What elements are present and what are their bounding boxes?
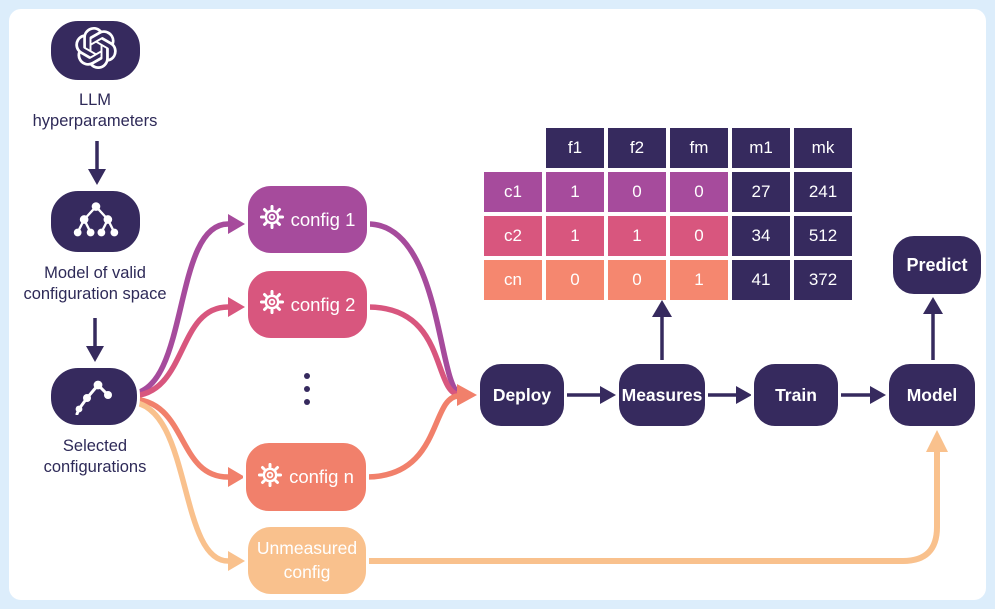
- connector-selected-to-config2: [127, 297, 245, 399]
- arrow-model-to-predict: [923, 297, 943, 360]
- model-node: Model: [886, 361, 978, 429]
- table-cell: 27: [732, 172, 790, 212]
- unmeasured-label-line1: Unmeasured: [256, 537, 358, 558]
- unmeasured-config-node: Unmeasured config: [245, 524, 369, 597]
- config-space-node: [48, 188, 143, 255]
- table-cell: 0: [546, 260, 604, 300]
- confign-label: config n: [289, 466, 354, 487]
- table-cell: 1: [670, 260, 728, 300]
- gear-icon: [259, 289, 284, 319]
- ellipsis-dots: [304, 373, 310, 405]
- route-icon: [70, 373, 118, 420]
- connector-selected-to-unmeasured: [127, 399, 245, 571]
- deploy-node: Deploy: [477, 361, 567, 429]
- table-cell: 0: [608, 260, 666, 300]
- connector-config1-to-deploy: [365, 221, 463, 396]
- table-header: f1: [546, 128, 604, 168]
- table-cell: 34: [732, 216, 790, 256]
- arrow-deploy-to-measures: [566, 386, 616, 404]
- selected-configs-label: Selected configurations: [43, 437, 147, 476]
- connector-unmeasured-to-model: [363, 430, 948, 564]
- table-row-label: c2: [484, 216, 542, 256]
- table-cell: 512: [794, 216, 852, 256]
- connector-confign-to-deploy: [363, 384, 477, 480]
- connector-selected-to-config1: [127, 214, 245, 397]
- arrow-measures-to-train: [707, 386, 752, 404]
- table-row-label: c1: [484, 172, 542, 212]
- unmeasured-label-line2: config: [283, 561, 331, 582]
- config1-node: config 1: [245, 183, 370, 256]
- table-cell: 0: [670, 172, 728, 212]
- table-corner-cell: [484, 128, 542, 168]
- table-header: m1: [732, 128, 790, 168]
- config-space-label: Model of valid configuration space: [23, 264, 167, 303]
- table-header: f2: [608, 128, 666, 168]
- connector-selected-to-confign: [127, 396, 245, 487]
- tree-icon: [70, 199, 122, 245]
- confign-node: config n: [243, 440, 369, 514]
- llm-node: [48, 18, 143, 83]
- openai-icon: [74, 27, 117, 74]
- arrow-train-to-model: [840, 386, 886, 404]
- arrow-measures-to-table: [652, 300, 672, 360]
- arrow-llm-to-configspace: [88, 141, 106, 185]
- arrow-configspace-to-selected: [86, 318, 104, 362]
- gear-icon: [257, 462, 283, 492]
- table-row-label: cn: [484, 260, 542, 300]
- gear-icon: [259, 204, 284, 234]
- config2-node: config 2: [245, 268, 370, 341]
- train-node: Train: [751, 361, 841, 429]
- selected-configs-node: [48, 365, 140, 428]
- measures-node: Measures: [616, 361, 708, 429]
- predict-node: Predict: [890, 233, 984, 297]
- config1-label: config 1: [290, 208, 356, 230]
- table-header: fm: [670, 128, 728, 168]
- table-cell: 372: [794, 260, 852, 300]
- table-cell: 1: [608, 216, 666, 256]
- measurements-table: f1 f2 fm m1 mk c1 1 0 0 27 241 c2 1 1 0 …: [484, 128, 852, 300]
- llm-label: LLM hyperparameters: [32, 91, 158, 130]
- table-cell: 1: [546, 172, 604, 212]
- table-header: mk: [794, 128, 852, 168]
- config2-label: config 2: [290, 293, 356, 315]
- table-cell: 41: [732, 260, 790, 300]
- table-cell: 0: [608, 172, 666, 212]
- connector-config2-to-deploy: [365, 304, 463, 398]
- diagram-panel: [9, 9, 986, 600]
- table-cell: 241: [794, 172, 852, 212]
- table-cell: 1: [546, 216, 604, 256]
- table-cell: 0: [670, 216, 728, 256]
